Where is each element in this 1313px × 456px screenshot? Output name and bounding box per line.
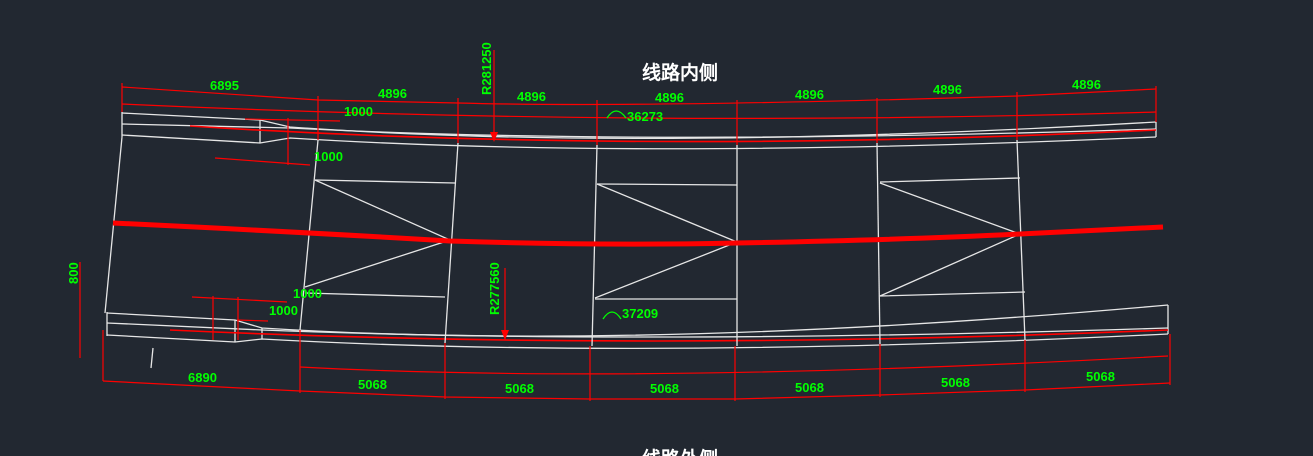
title-inner-side: 线路内侧 (642, 61, 718, 84)
dim-top-4: 4896 (655, 90, 684, 105)
dim-top-small-2: 1000 (314, 149, 343, 164)
dim-bottom-small-2: 1000 (269, 303, 298, 318)
dim-top-small-1: 1000 (344, 104, 373, 119)
arc-symbol-top (606, 110, 627, 119)
bottom-dimension-lines (79, 262, 1171, 401)
dim-bottom-1: 6890 (188, 370, 217, 385)
dim-bottom-small-1: 1000 (293, 286, 322, 301)
dim-bottom-7: 5068 (1086, 369, 1115, 384)
radius-top: R281250 (479, 42, 494, 95)
dim-top-2: 4896 (378, 86, 407, 101)
top-rails (121, 112, 1157, 150)
track-centerline (112, 220, 1164, 247)
arc-length-top: 36273 (627, 109, 663, 124)
arc-symbol-bottom (602, 311, 622, 320)
dim-top-6: 4896 (933, 82, 962, 97)
dim-bottom-3: 5068 (505, 381, 534, 396)
offset-dimension: 800 (66, 262, 81, 284)
dim-top-5: 4896 (795, 87, 824, 102)
bottom-rails (106, 304, 1169, 350)
radius-bottom: R277560 (487, 262, 502, 315)
dim-bottom-4: 5068 (650, 381, 679, 396)
dim-top-7: 4896 (1072, 77, 1101, 92)
dim-top-1: 6895 (210, 78, 239, 93)
top-dimension-lines (121, 50, 1157, 166)
arc-length-bottom: 37209 (622, 306, 658, 321)
title-outer-side: 线路外侧 (642, 447, 718, 456)
dim-bottom-6: 5068 (941, 375, 970, 390)
dim-bottom-2: 5068 (358, 377, 387, 392)
dim-top-3: 4896 (517, 89, 546, 104)
dim-bottom-5: 5068 (795, 380, 824, 395)
